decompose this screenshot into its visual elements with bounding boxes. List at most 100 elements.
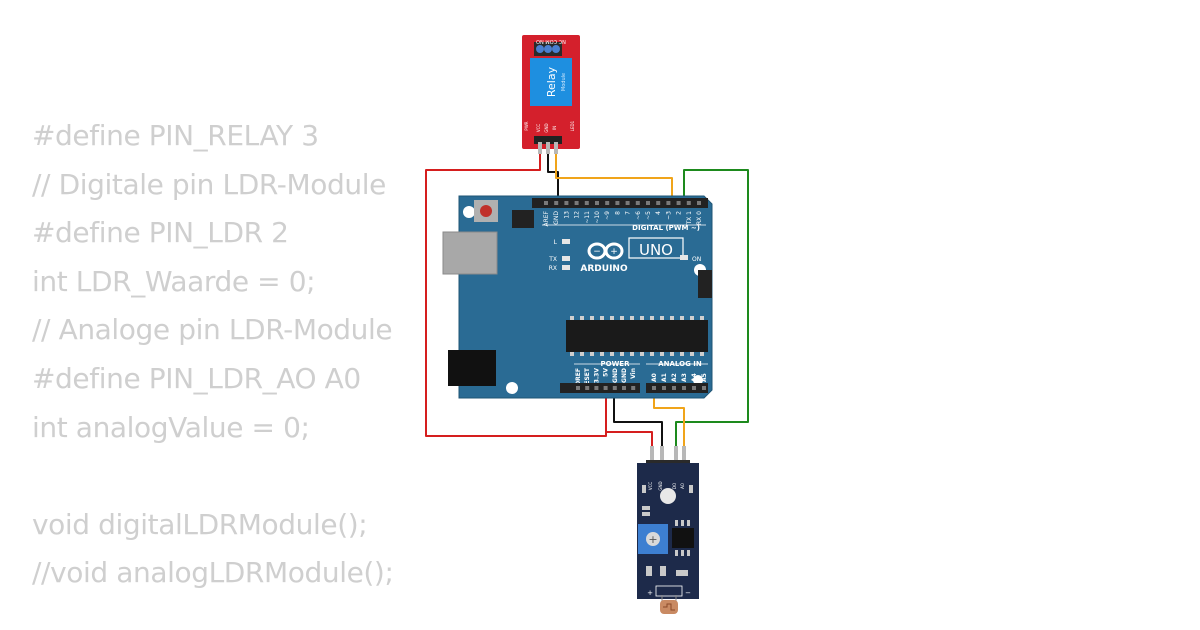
digital-pin[interactable] — [676, 201, 681, 205]
analog-pin[interactable] — [652, 386, 656, 390]
chip-pin — [570, 316, 574, 320]
wire-black-ldr-gnd — [613, 388, 663, 458]
arduino-logo-minus: − — [593, 247, 601, 257]
ldr-pin[interactable] — [660, 446, 664, 468]
relay-pin-in: IN — [552, 126, 557, 130]
digital-pin-label: ~3 — [665, 211, 672, 220]
power-pin[interactable] — [585, 386, 590, 390]
power-pin[interactable] — [612, 386, 617, 390]
relay-screw — [544, 45, 552, 53]
digital-pin[interactable] — [697, 201, 701, 205]
digital-pin[interactable] — [564, 201, 569, 205]
chip-pin — [610, 316, 614, 320]
chip-pin — [610, 352, 614, 356]
relay-module: NC COM NO Relay Module PWR LED1 VCC GND … — [522, 35, 580, 154]
power-pin-label: 3.3V — [593, 368, 600, 384]
power-pin[interactable] — [576, 386, 580, 390]
code-listing: #define PIN_RELAY 3// Digitale pin LDR-M… — [32, 112, 394, 598]
power-pin-label: IOREF — [575, 368, 582, 388]
code-line: int LDR_Waarde = 0; — [32, 264, 316, 298]
digital-pin[interactable] — [584, 201, 589, 205]
relay-pin[interactable] — [538, 142, 542, 154]
ldr-pin[interactable] — [682, 446, 686, 468]
relay-pin[interactable] — [546, 142, 550, 154]
photoresistor-track — [663, 603, 675, 611]
analog-pin[interactable] — [662, 386, 666, 390]
ldr-pin-label-gnd: GND — [658, 481, 663, 490]
relay-pin[interactable] — [554, 142, 558, 154]
chip-pin — [660, 352, 664, 356]
digital-pin-label: AREF — [543, 210, 550, 226]
digital-pin[interactable] — [646, 201, 650, 205]
chip-pin — [630, 316, 634, 320]
digital-pin[interactable] — [605, 201, 610, 205]
power-pin[interactable] — [622, 386, 626, 390]
reset-button[interactable] — [480, 205, 492, 217]
ldr-smd — [642, 485, 646, 493]
power-pin-label: 5V — [603, 368, 610, 377]
led-rx — [562, 265, 570, 270]
power-pin[interactable] — [603, 386, 608, 390]
digital-pin[interactable] — [666, 201, 671, 205]
analog-pin[interactable] — [682, 386, 686, 390]
digital-pin[interactable] — [635, 201, 640, 205]
code-line: #define PIN_LDR_AO A0 — [32, 361, 361, 395]
analog-pin[interactable] — [672, 386, 676, 390]
ldr-smd — [689, 485, 693, 493]
analog-pin[interactable] — [702, 386, 706, 390]
power-pin[interactable] — [631, 386, 636, 390]
analog-pin-label: A0 — [651, 373, 658, 382]
digital-pin[interactable] — [544, 201, 548, 205]
code-line: //void analogLDRModule(); — [32, 556, 394, 590]
led-label-tx: TX — [548, 256, 557, 263]
digital-pin[interactable] — [625, 201, 630, 205]
microcontroller-chip — [566, 320, 708, 352]
chip-pin — [620, 316, 624, 320]
ldr-smd — [687, 550, 690, 556]
digital-pin-label: 13 — [563, 211, 570, 219]
chip-pin — [650, 316, 654, 320]
icsp-header-top — [512, 210, 534, 228]
ldr-pin-label-vcc: VCC — [648, 482, 653, 491]
digital-pin[interactable] — [686, 201, 691, 205]
power-jack — [448, 350, 496, 386]
code-line: #define PIN_RELAY 3 — [32, 119, 319, 152]
digital-pin[interactable] — [615, 201, 620, 205]
relay-label: Relay — [545, 66, 558, 97]
digital-pin-label: TX 1 — [686, 211, 693, 226]
ldr-smd — [687, 520, 690, 526]
wire-green-do — [675, 169, 749, 458]
analog-pin[interactable] — [692, 386, 696, 390]
digital-pin[interactable] — [595, 201, 599, 205]
potentiometer-knob[interactable] — [646, 532, 660, 546]
code-line: #define PIN_LDR 2 — [32, 216, 289, 250]
ldr-smd — [681, 520, 684, 526]
chip-pin — [700, 316, 704, 320]
power-header — [560, 383, 640, 393]
analog-header-label: ANALOG IN — [658, 360, 702, 368]
ldr-pin[interactable] — [674, 446, 678, 468]
ldr-pin[interactable] — [650, 446, 654, 468]
relay-pin-header — [534, 136, 562, 144]
code-line: void digitalLDRModule(); — [32, 507, 368, 541]
relay-screw — [552, 45, 560, 53]
ldr-smd — [646, 566, 652, 576]
digital-pin-label: ~11 — [584, 211, 591, 224]
digital-pin[interactable] — [574, 201, 579, 205]
digital-pin-label: 2 — [676, 211, 683, 215]
digital-pin-label: ~9 — [604, 211, 611, 220]
wire-black-relay-gnd — [547, 152, 559, 204]
relay-led-label-led1: LED1 — [570, 120, 575, 131]
digital-pin[interactable] — [656, 201, 661, 205]
power-pin-label: GND — [621, 368, 628, 383]
arduino-brand: ARDUINO — [580, 264, 628, 274]
digital-pin-label: 12 — [574, 211, 581, 219]
analog-pin-label: A3 — [681, 373, 688, 382]
ldr-smd — [642, 512, 650, 516]
digital-pin-label: 7 — [625, 211, 632, 215]
power-pin[interactable] — [594, 386, 599, 390]
potentiometer-cross: + — [648, 533, 657, 546]
digital-pin[interactable] — [554, 201, 559, 205]
